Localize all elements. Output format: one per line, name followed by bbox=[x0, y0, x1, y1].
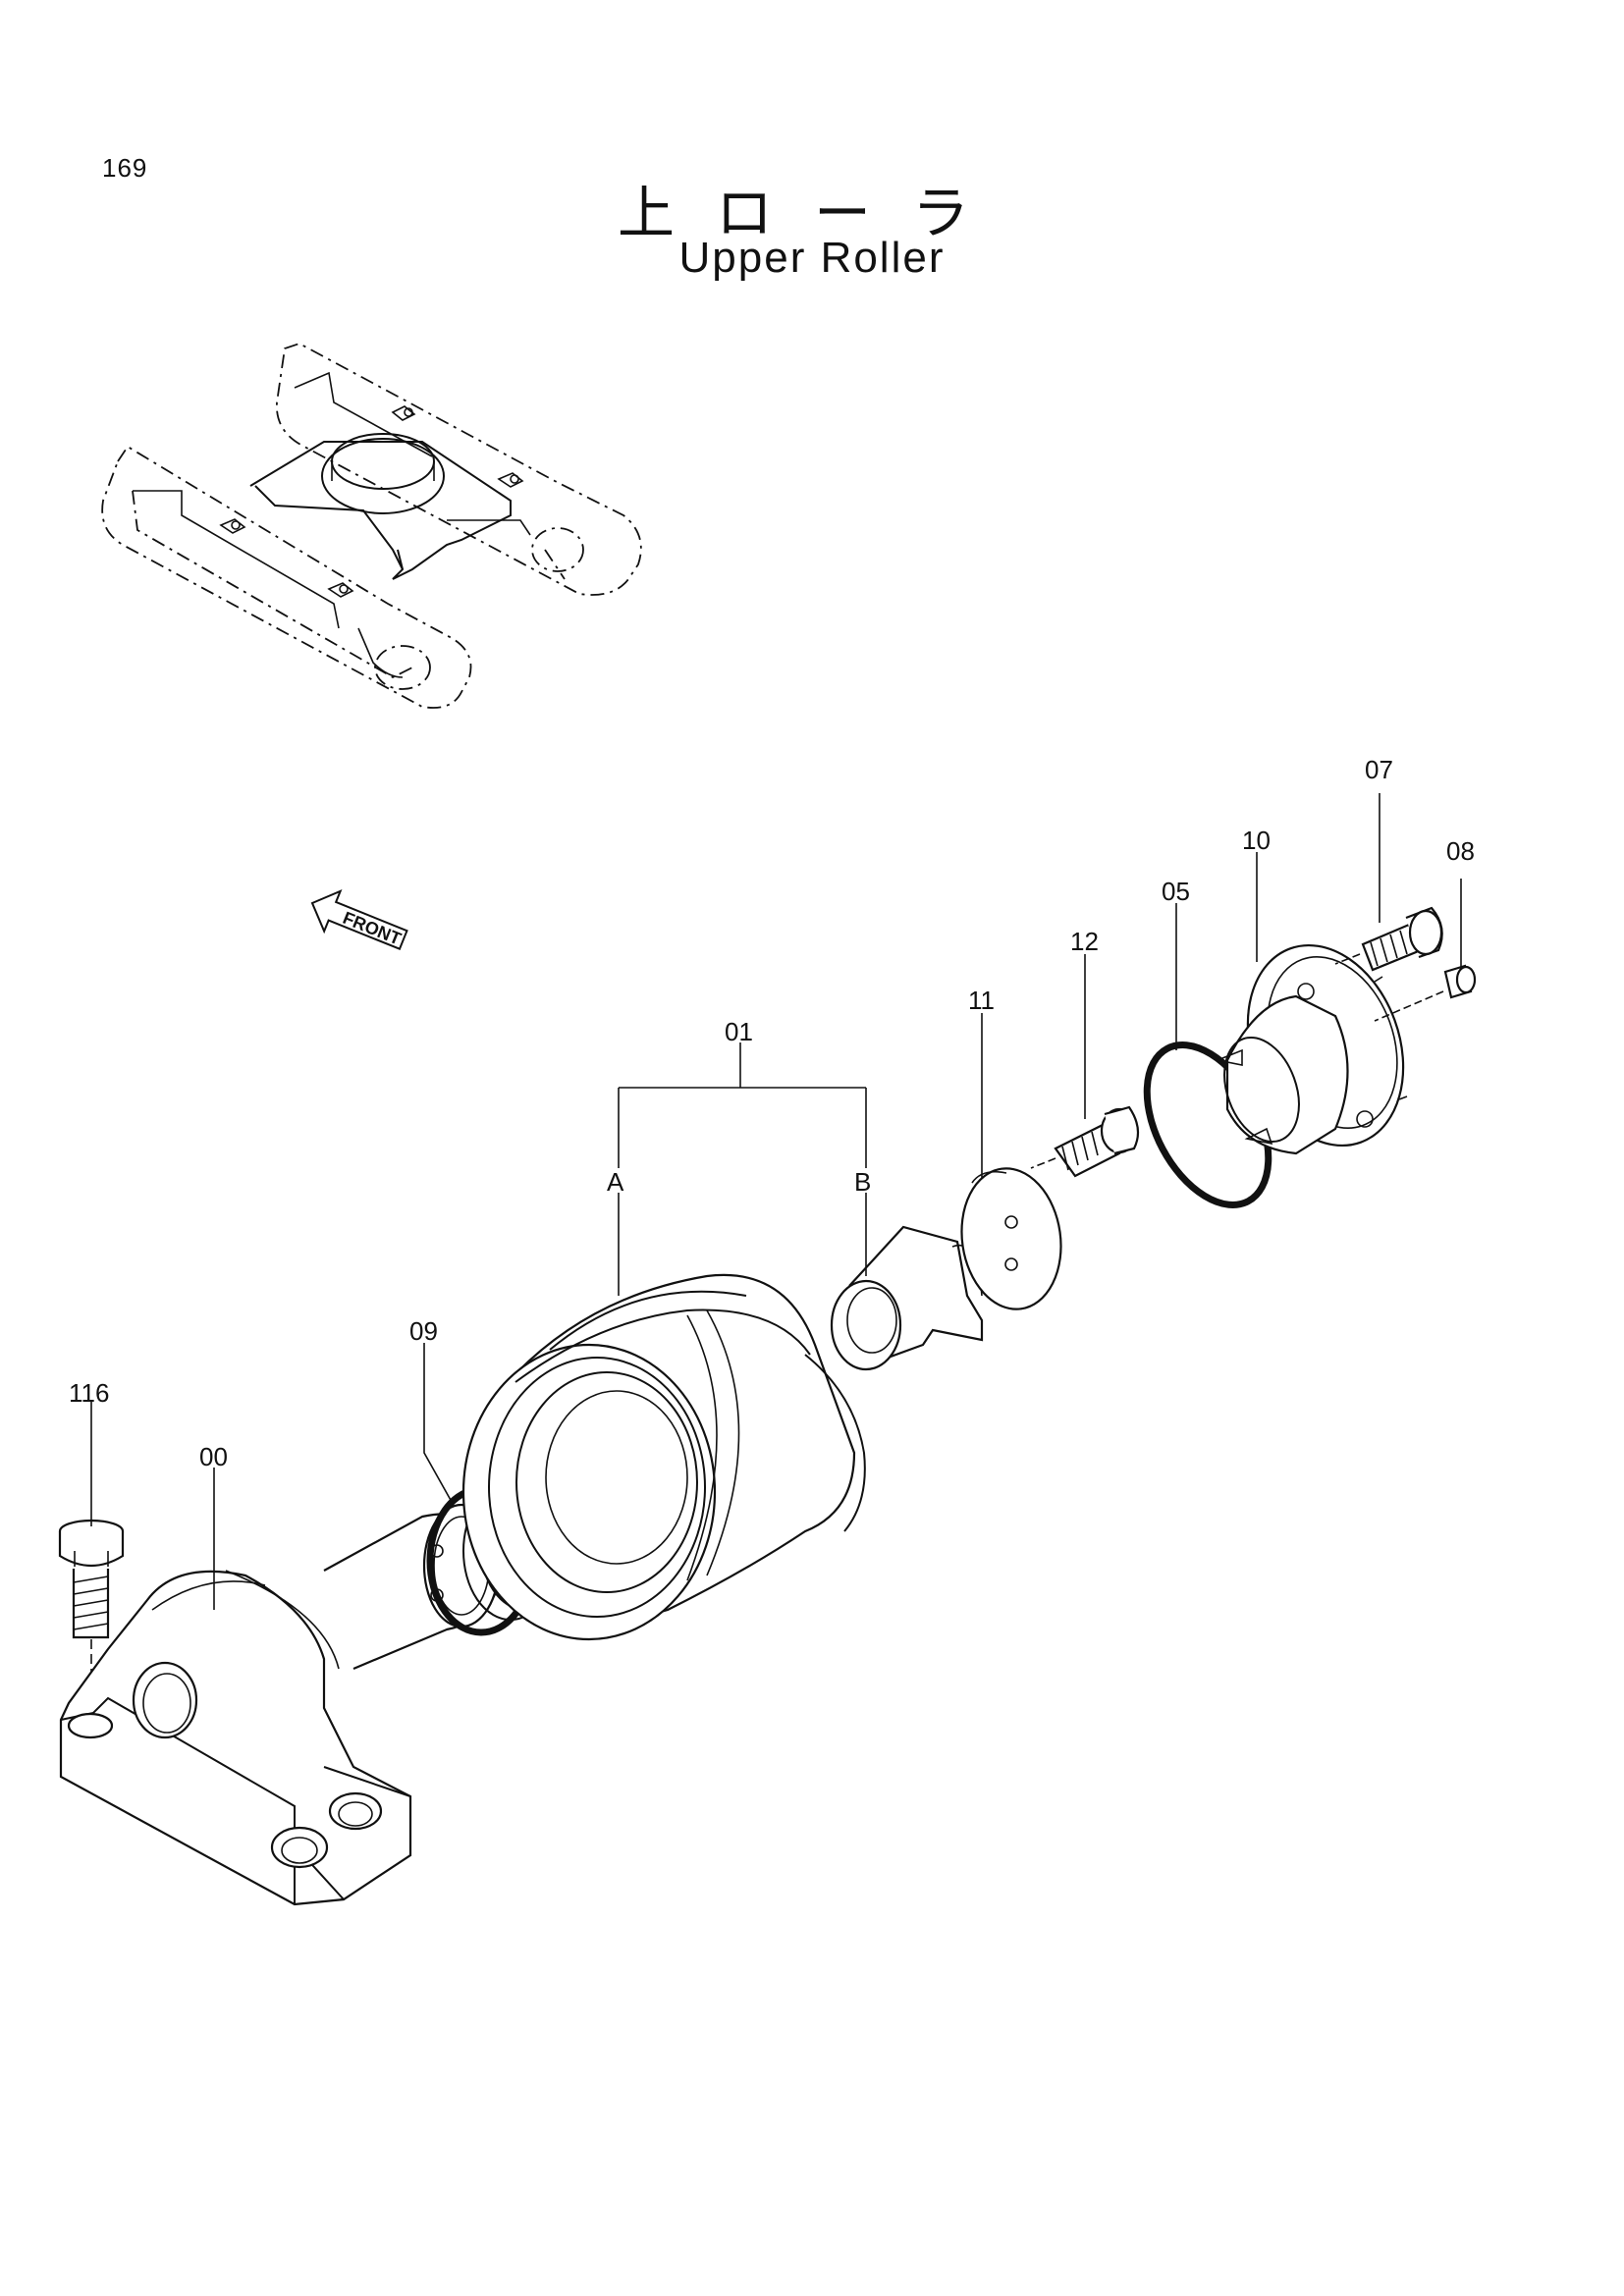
callout-11: 11 bbox=[968, 986, 995, 1015]
callout-A: A bbox=[607, 1167, 624, 1197]
callout-B: B bbox=[854, 1167, 871, 1197]
part-10-cover bbox=[1215, 943, 1408, 1155]
callout-10: 10 bbox=[1242, 826, 1271, 855]
callout-116: 116 bbox=[69, 1378, 109, 1408]
callout-00: 00 bbox=[199, 1442, 228, 1471]
front-label: FRONT bbox=[340, 908, 404, 949]
callout-05: 05 bbox=[1162, 877, 1190, 906]
part-11-plate bbox=[960, 1167, 1062, 1310]
front-arrow-icon: FRONT bbox=[310, 888, 408, 951]
callout-08: 08 bbox=[1446, 836, 1475, 866]
callout-07: 07 bbox=[1365, 755, 1393, 784]
part-01-roller bbox=[461, 1273, 866, 1641]
part-07-bolt bbox=[1334, 906, 1443, 972]
part-thrust-collar bbox=[830, 1225, 984, 1371]
part-08-plug bbox=[1374, 964, 1477, 1022]
part-116-bolt bbox=[58, 1519, 125, 1688]
callout-01: 01 bbox=[725, 1017, 753, 1046]
leader-lines bbox=[90, 793, 1462, 1610]
callout-labels: 116 00 09 01 A B 11 12 05 10 07 08 bbox=[69, 755, 1475, 1471]
part-12-bolt bbox=[1030, 1105, 1140, 1178]
page-number: 169 bbox=[102, 153, 148, 183]
undercarriage-overview bbox=[101, 343, 642, 709]
title-japanese: 上ローラ bbox=[617, 180, 1010, 246]
title-english: Upper Roller bbox=[678, 234, 946, 282]
callout-09: 09 bbox=[409, 1316, 438, 1346]
part-00-bracket bbox=[59, 1570, 412, 1906]
callout-12: 12 bbox=[1070, 927, 1099, 956]
